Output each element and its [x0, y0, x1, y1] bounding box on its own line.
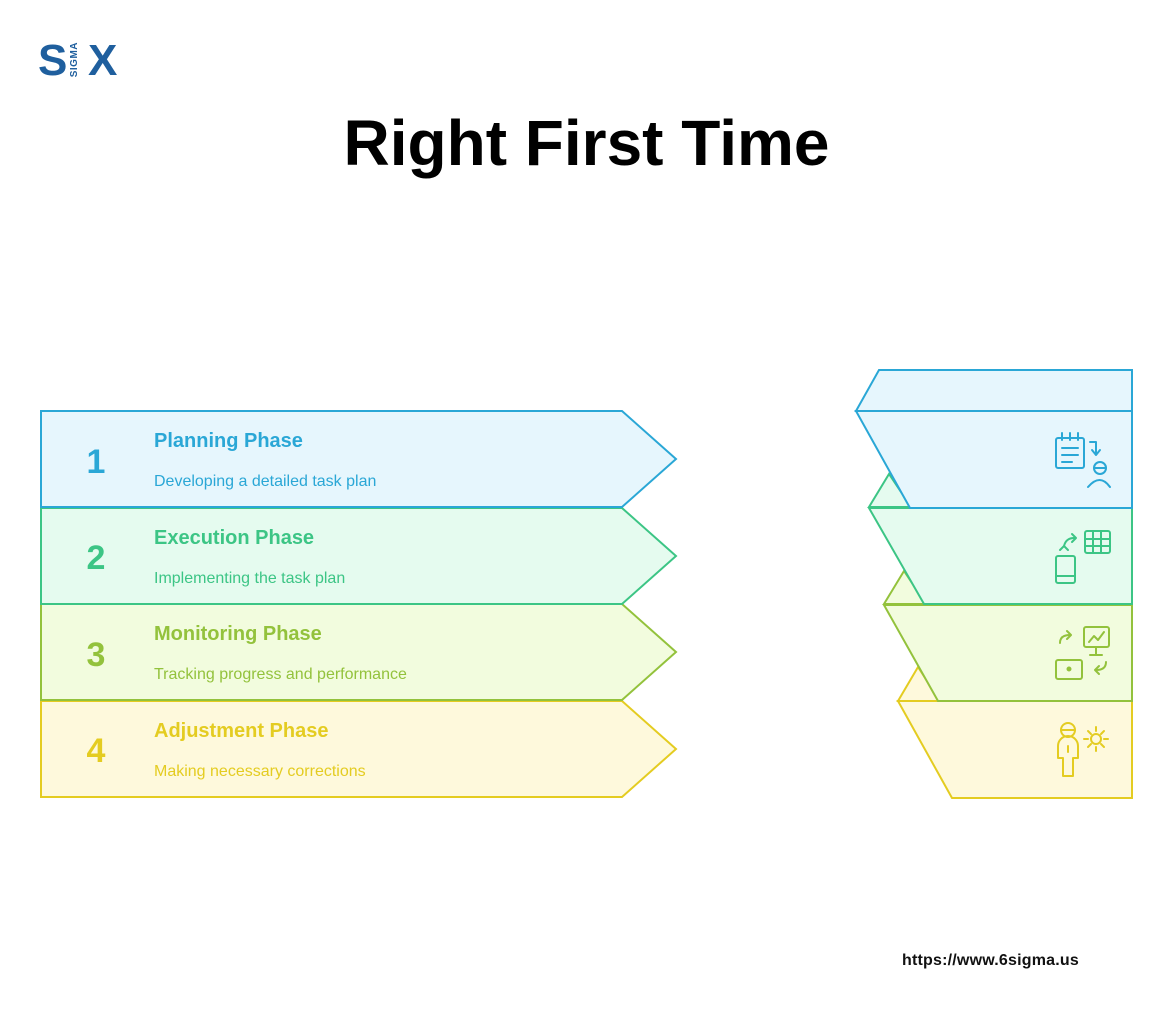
phase-1-number: 1	[86, 443, 106, 481]
phase-band-4	[40, 700, 678, 798]
phase-band-2	[40, 507, 678, 605]
phase-3-title: Monitoring Phase	[154, 623, 322, 645]
phase-4-description: Making necessary corrections	[154, 763, 366, 780]
footer-url[interactable]: https://www.6sigma.us	[902, 952, 1079, 969]
phase-band-3	[40, 603, 678, 701]
plan-document-person-icon	[1055, 432, 1111, 488]
logo-x: X	[88, 36, 118, 85]
phase-band-1	[40, 410, 678, 508]
phase-2-title: Execution Phase	[154, 527, 315, 549]
page-title: Right First Time	[343, 107, 830, 179]
phase-4-title: Adjustment Phase	[154, 720, 329, 742]
sixsigma-logo: S SIGMA X	[38, 38, 128, 86]
phase-3-number: 3	[86, 636, 106, 674]
phase-2-description: Implementing the task plan	[154, 570, 346, 587]
phase-1-description: Developing a detailed task plan	[154, 473, 377, 490]
phase-1-title: Planning Phase	[154, 430, 303, 452]
phase-3-description: Tracking progress and performance	[154, 666, 407, 683]
phase-2-number: 2	[86, 539, 106, 577]
phone-grid-exchange-icon	[1055, 530, 1111, 584]
monitor-chart-icon	[1055, 626, 1110, 680]
phase-4-number: 4	[86, 732, 106, 770]
fold-block-1-tab	[854, 369, 1133, 412]
logo-s: S	[38, 36, 68, 85]
person-gear-icon	[1057, 722, 1109, 777]
